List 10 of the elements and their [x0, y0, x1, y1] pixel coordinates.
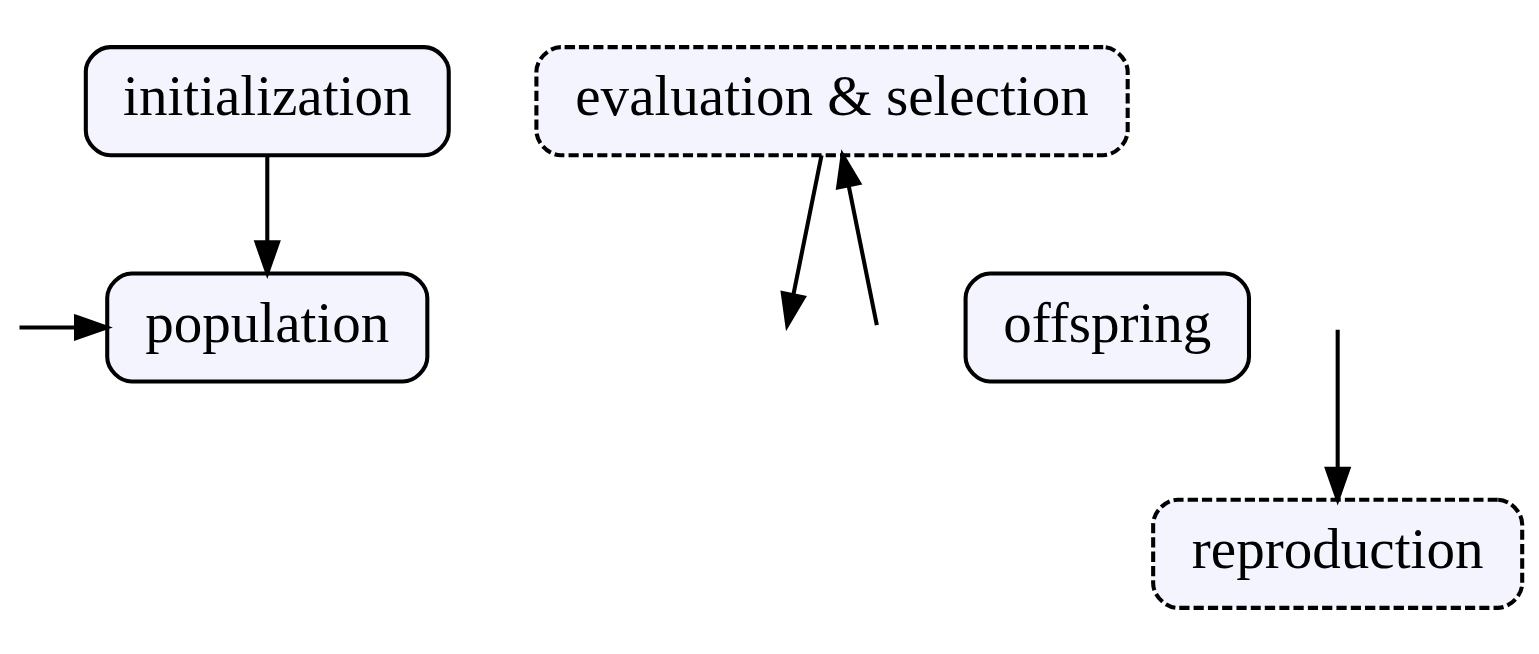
- node-box: evaluation & selection: [533, 44, 1130, 157]
- arrow: [835, 148, 879, 326]
- node-box: reproduction: [1150, 497, 1524, 610]
- arrow: [253, 154, 281, 279]
- arrow: [779, 154, 824, 331]
- arrow: [19, 313, 113, 341]
- arrow: [1323, 329, 1351, 506]
- node-box: offspring: [963, 270, 1251, 384]
- node-box: initialization: [83, 44, 451, 157]
- node-box: population: [104, 270, 429, 384]
